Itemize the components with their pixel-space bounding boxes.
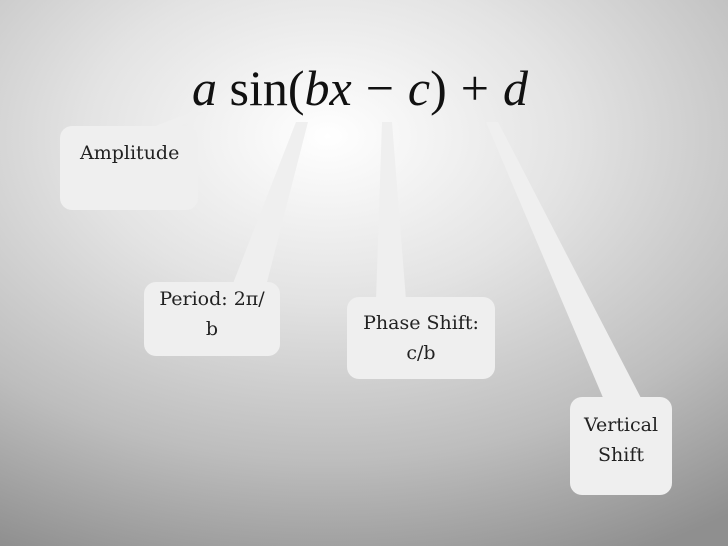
period-callout: Period: 2π/ b: [144, 282, 280, 356]
vertical-shift-label-line2: Shift: [598, 444, 644, 466]
formula-close-paren: ): [430, 60, 447, 116]
formula-b: b: [304, 60, 330, 116]
formula-x: x: [329, 60, 352, 116]
amplitude-label: Amplitude: [80, 142, 180, 164]
period-label-line1: Period: 2π/: [159, 288, 265, 310]
sinusoid-formula: a sin(bx−c)+d: [192, 58, 528, 118]
phase-shift-callout: Phase Shift: c/b: [347, 297, 495, 379]
phase-shift-pointer: [376, 122, 406, 300]
period-pointer: [232, 122, 308, 286]
vertical-shift-label-line1: Vertical: [583, 414, 659, 436]
formula-d: d: [502, 60, 528, 116]
formula-amplitude-a: a: [192, 60, 217, 116]
formula-plus: +: [460, 60, 489, 116]
formula-open-paren: (: [287, 60, 305, 116]
formula-c: c: [407, 60, 431, 116]
period-label-line2: b: [205, 318, 219, 340]
amplitude-pointer: [150, 112, 204, 128]
amplitude-callout: Amplitude: [60, 126, 198, 210]
phase-shift-label-line1: Phase Shift:: [363, 312, 479, 334]
phase-shift-label-line2: c/b: [406, 342, 436, 364]
vertical-shift-pointer: [486, 122, 642, 400]
formula-minus: −: [365, 60, 394, 116]
formula-sin: sin: [229, 60, 288, 116]
vertical-shift-callout: Vertical Shift: [570, 397, 672, 495]
